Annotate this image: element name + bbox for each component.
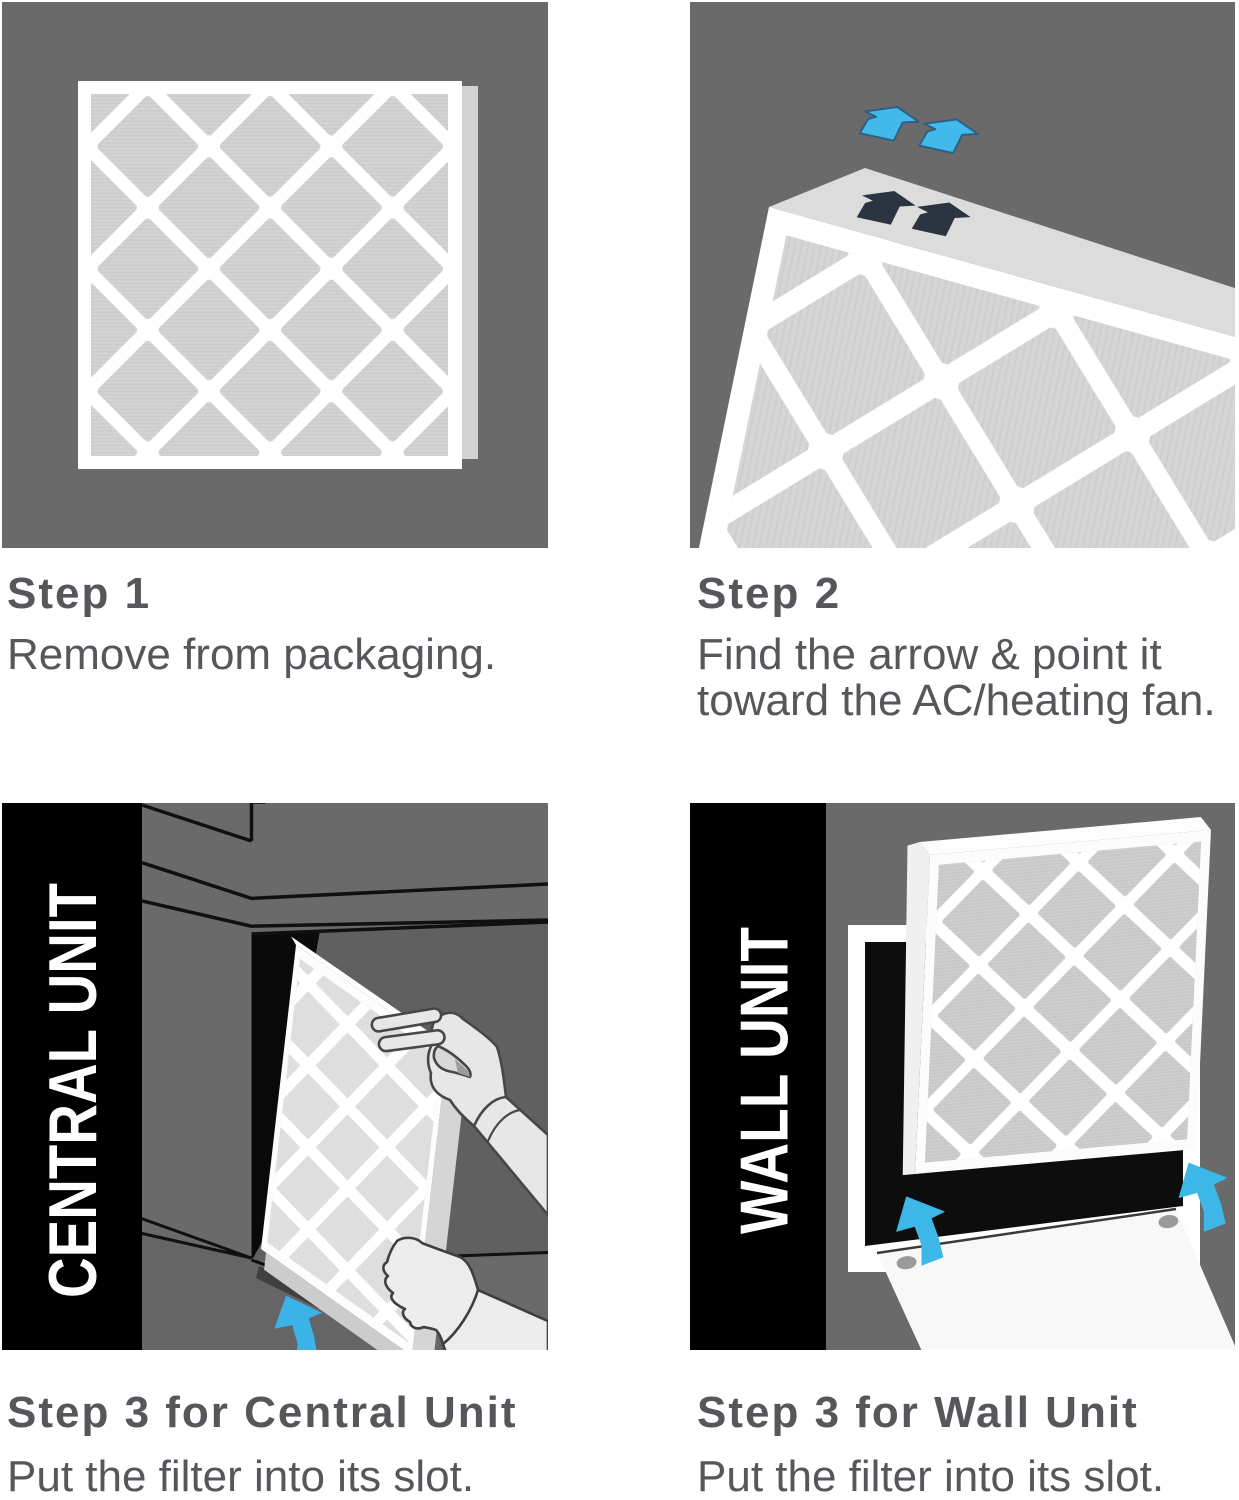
svg-text:CENTRAL UNIT: CENTRAL UNIT bbox=[35, 883, 111, 1298]
svg-text:WALL UNIT: WALL UNIT bbox=[727, 927, 803, 1234]
